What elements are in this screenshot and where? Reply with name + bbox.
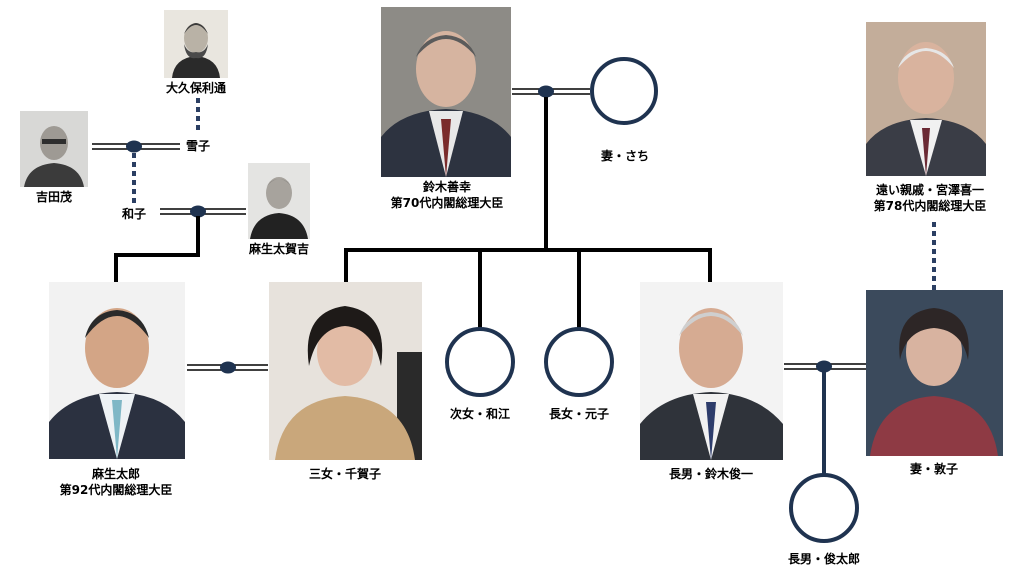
- suzuki-zenko-name: 鈴木善幸: [422, 180, 472, 194]
- aso-taro-title: 第92代内閣総理大臣: [59, 483, 173, 497]
- miyazawa-portrait: [866, 22, 986, 176]
- motoko-name-label: 長女・元子: [548, 407, 610, 421]
- suzuki-zenko-name-label: 鈴木善幸 第70代内閣総理大臣: [391, 179, 504, 211]
- aso-taro-portrait: [49, 282, 185, 459]
- suzuki-children-tree: [344, 97, 712, 328]
- shunichi-portrait: [640, 282, 783, 460]
- aso-chikako-marriage-link: [187, 361, 268, 374]
- okubo-portrait: [164, 10, 228, 78]
- aso-taro-name-label: 麻生太郎 第92代内閣総理大臣: [60, 466, 173, 498]
- shuntaro-name-label: 長男・俊太郎: [787, 552, 861, 566]
- atsuko-name-label: 妻・敦子: [909, 462, 959, 476]
- kazuko-name-label: 和子: [121, 207, 147, 221]
- miyazawa-title: 第78代内閣総理大臣: [873, 199, 987, 213]
- okubo-name-label: 大久保利通: [165, 81, 227, 95]
- sachi-placeholder-circle: [590, 57, 658, 125]
- shunichi-atsuko-marriage-link: [784, 360, 866, 373]
- shunichi-name-label: 長男・鈴木俊一: [668, 467, 754, 481]
- yoshida-portrait: [20, 111, 88, 187]
- motoko-placeholder-circle: [544, 327, 614, 397]
- kazue-placeholder-circle: [445, 327, 515, 397]
- suzuki-zenko-title: 第70代内閣総理大臣: [390, 196, 504, 210]
- aso-takakichi-portrait: [248, 163, 310, 239]
- aso-taro-name: 麻生太郎: [91, 467, 141, 481]
- aso-takakichi-name-label: 麻生太賀吉: [248, 242, 310, 256]
- shuntaro-placeholder-circle: [789, 473, 859, 543]
- miyazawa-name-label: 遠い親戚・宮澤喜一 第78代内閣総理大臣: [874, 182, 987, 214]
- yoshida-marriage-link: [92, 140, 180, 153]
- suzuki-marriage-link: [512, 85, 590, 98]
- atsuko-portrait: [866, 290, 1003, 456]
- kazuko-marriage-link: [160, 205, 246, 218]
- kazue-name-label: 次女・和江: [449, 407, 511, 421]
- chikako-name-label: 三女・千賀子: [308, 467, 382, 481]
- yoshida-name-label: 吉田茂: [35, 190, 73, 204]
- miyazawa-name: 遠い親戚・宮澤喜一: [875, 183, 985, 197]
- kazuko-aso-child-link: [114, 216, 200, 282]
- chikako-portrait: [269, 282, 422, 460]
- suzuki-zenko-portrait: [381, 7, 511, 177]
- yukiko-name-label: 雪子: [185, 139, 211, 153]
- sachi-name-label: 妻・さち: [600, 149, 650, 163]
